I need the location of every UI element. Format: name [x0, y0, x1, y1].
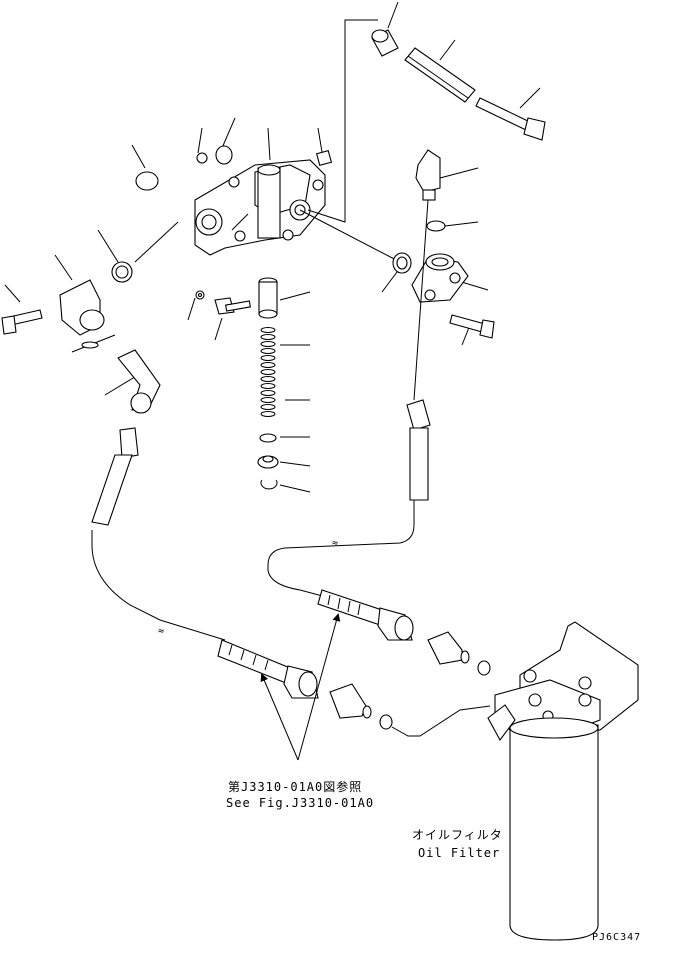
- leader-lines: [4, 1, 541, 493]
- hose-assembly-lower: [217, 639, 319, 699]
- reference-note-jp: 第J3310-01A0図参照: [228, 780, 363, 794]
- hose-assembly-upper: [317, 589, 414, 641]
- left-hose: ≈: [91, 427, 226, 641]
- right-fittings: [392, 149, 495, 339]
- left-fittings: [1, 279, 161, 414]
- svg-text:≈: ≈: [158, 626, 164, 637]
- drawing-code: PJ6C347: [592, 932, 642, 943]
- filter-label-en: Oil Filter: [418, 846, 501, 860]
- right-hose: ≈: [267, 199, 431, 599]
- top-right-parts: [371, 29, 546, 141]
- reference-lines: [134, 19, 401, 263]
- filter-label-jp: オイルフィルタ: [412, 828, 503, 842]
- relief-valve-body: [194, 159, 326, 256]
- callout-arrows: [260, 613, 341, 761]
- oil-filter: [487, 621, 639, 941]
- spring-stack: [257, 277, 279, 490]
- adapters: [329, 631, 491, 737]
- reference-note-en: See Fig.J3310-01A0: [226, 796, 375, 810]
- valve-small-parts: [111, 145, 333, 315]
- svg-text:≈: ≈: [332, 538, 338, 549]
